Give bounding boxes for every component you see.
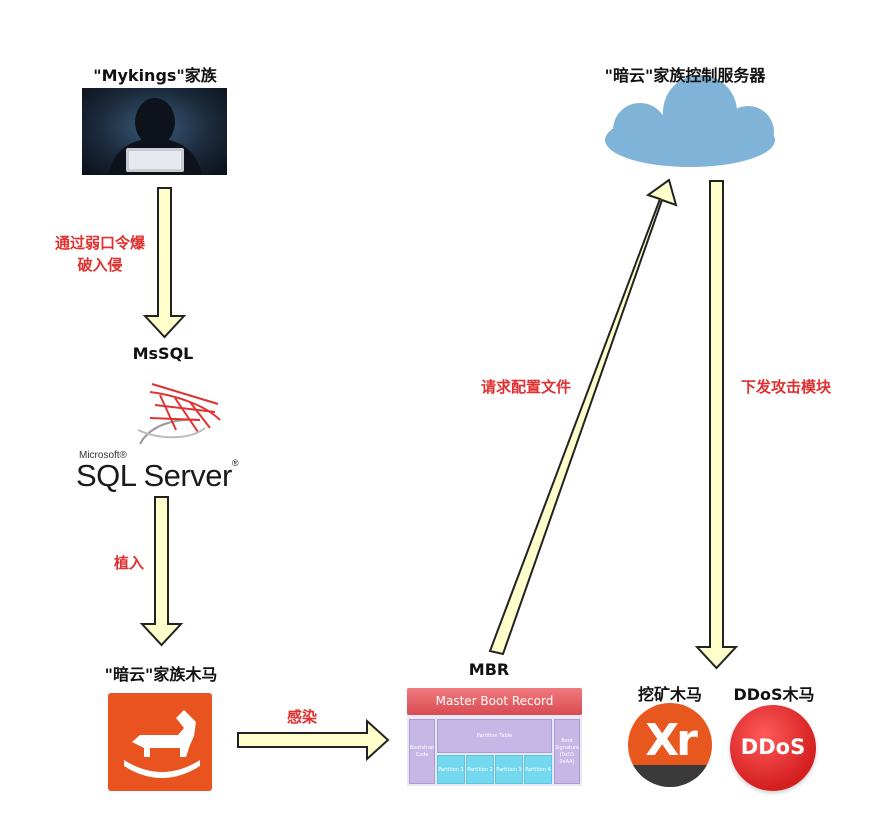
node-label-mykings: "Mykings"家族	[93, 66, 217, 85]
mbr-partition-4: Partition 4	[524, 755, 552, 784]
arrow-cloud-to-modules	[694, 180, 739, 670]
mbr-bootstrap: Bootstrap Code	[409, 719, 435, 784]
edge-label-deliver-modules: 下发攻击模块	[740, 378, 831, 396]
sql-server-brand: Microsoft®	[79, 450, 127, 461]
mbr-partition-table: Partition Table	[437, 719, 552, 753]
edge-label-request-config: 请求配置文件	[480, 378, 571, 396]
sql-server-reg: ®	[231, 458, 239, 468]
edge-label-infect: 感染	[286, 708, 317, 726]
arrow-mbr-to-cloud	[488, 178, 678, 656]
mbr-partition-1: Partition 1	[437, 755, 465, 784]
rocking-horse-icon	[124, 710, 200, 778]
xr-miner-icon-text: Xr	[645, 715, 698, 766]
mbr-partition-2: Partition 2	[466, 755, 494, 784]
ddos-icon: DDoS	[730, 705, 816, 791]
node-label-cloud-server: "暗云"家族控制服务器	[604, 66, 766, 85]
hacker-figure	[108, 98, 202, 175]
node-label-miner: 挖矿木马	[637, 685, 702, 704]
ddos-icon-text: DDoS	[740, 735, 806, 759]
edge-label-weak-password-line1: 通过弱口令爆	[54, 234, 145, 252]
arrow-mssql-to-trojan	[139, 496, 184, 647]
edge-label-weak-password-line2: 破入侵	[77, 256, 123, 274]
mbr-boot-signature: Boot Signature (0x55 0xAA)	[554, 719, 580, 784]
cloud-icon	[605, 75, 775, 167]
arrow-mykings-to-mssql	[142, 187, 187, 339]
sql-server-wordmark: SQL Server®	[76, 458, 238, 494]
node-label-trojan: "暗云"家族木马	[104, 665, 218, 684]
node-label-ddos: DDoS木马	[733, 685, 815, 704]
xr-miner-icon: Xr	[628, 703, 712, 787]
xr-miner-icon-base	[628, 765, 712, 787]
edge-label-implant: 植入	[113, 554, 144, 572]
mbr-partition-3: Partition 3	[495, 755, 523, 784]
arrow-trojan-to-mbr	[237, 718, 390, 762]
node-label-mssql: MsSQL	[132, 344, 194, 363]
mbr-diagram: Master Boot Record Bootstrap Code Partit…	[407, 688, 582, 786]
mbr-title: Master Boot Record	[407, 688, 582, 715]
edge-label-weak-password: 通过弱口令爆 破入侵	[40, 232, 160, 276]
sql-server-logo-graphic	[137, 383, 221, 445]
node-label-mbr: MBR	[468, 660, 510, 679]
sql-server-product: SQL Server	[76, 458, 232, 493]
